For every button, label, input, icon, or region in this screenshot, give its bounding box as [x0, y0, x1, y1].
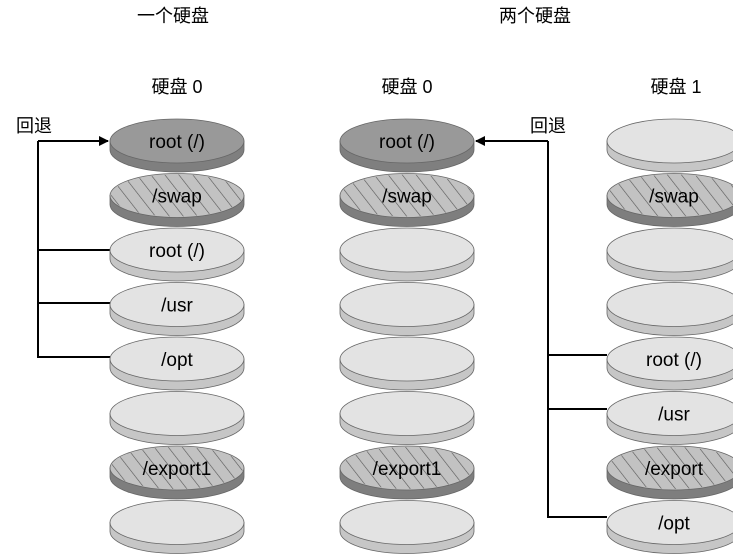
- disk-slice-dual-disk0-7: /export1: [339, 445, 475, 500]
- disk1-dual-label: 硬盘 1: [650, 77, 701, 97]
- slice-label: /opt: [658, 514, 690, 535]
- slice-label: root (/): [646, 350, 702, 371]
- slice-label: root (/): [379, 132, 435, 153]
- fallback-label-left: 回退: [16, 116, 52, 136]
- disk-slice-single-disk0-6: [109, 391, 245, 445]
- disk-slice-dual-disk1-3: [606, 227, 733, 282]
- disk-stack-single-disk0: root (/) /swap root (/) /usr/opt/export1: [109, 118, 245, 554]
- fallback-connectors: [37, 136, 607, 518]
- slice-label: root (/): [149, 241, 205, 262]
- disk-slice-dual-disk0-5: [339, 336, 475, 391]
- slice-label: /swap: [152, 187, 202, 208]
- slice-label: /opt: [161, 350, 193, 371]
- slice-label: /export1: [373, 459, 442, 480]
- disk-slice-dual-disk1-5: root (/): [606, 336, 733, 391]
- connector-right-bracket: [547, 141, 607, 518]
- disk-slice-dual-disk1-4: [606, 282, 733, 336]
- disk0-dual-label: 硬盘 0: [381, 77, 432, 97]
- disk-slice-dual-disk1-8: /opt: [606, 500, 733, 554]
- disk-slice-single-disk0-4: /usr: [109, 282, 245, 336]
- slice-label: /usr: [161, 296, 193, 317]
- disk-slice-dual-disk0-4: [339, 282, 475, 336]
- connector-left-bracket: [37, 141, 110, 358]
- disk-slice-single-disk0-2: /swap: [109, 173, 245, 227]
- disk-stack-dual-disk0: root (/) /swap/export1: [339, 118, 475, 554]
- disk-slice-single-disk0-7: /export1: [109, 445, 245, 500]
- disk-slice-dual-disk0-2: /swap: [339, 173, 475, 227]
- disk-slice-dual-disk1-6: /usr: [606, 391, 733, 445]
- slice-label: /export: [645, 459, 704, 480]
- disk-stack-dual-disk1: /swap root (/) /usr/export/opt: [606, 118, 733, 554]
- disk-slice-dual-disk0-1: root (/): [339, 118, 475, 173]
- disk-slice-dual-disk1-2: /swap: [606, 173, 733, 227]
- slice-label: /export1: [143, 459, 212, 480]
- disk-slice-dual-disk0-3: [339, 227, 475, 282]
- slice-label: /swap: [382, 187, 432, 208]
- disk-slice-dual-disk0-8: [339, 500, 475, 554]
- slice-label: /usr: [658, 405, 690, 426]
- disk-slice-dual-disk1-7: /export: [606, 445, 733, 500]
- heading-one-disk: 一个硬盘: [137, 6, 209, 26]
- disk0-single-label: 硬盘 0: [151, 77, 202, 97]
- disk-slice-single-disk0-3: root (/): [109, 227, 245, 282]
- disk-slice-single-disk0-8: [109, 500, 245, 554]
- disk-slice-single-disk0-1: root (/): [109, 118, 245, 173]
- disk-slice-dual-disk1-1: [606, 118, 733, 173]
- disk-slice-single-disk0-5: /opt: [109, 336, 245, 391]
- slice-label: root (/): [149, 132, 205, 153]
- slice-label: /swap: [649, 187, 699, 208]
- disk-slice-dual-disk0-6: [339, 391, 475, 445]
- fallback-label-right: 回退: [530, 116, 566, 136]
- heading-two-disks: 两个硬盘: [499, 6, 571, 26]
